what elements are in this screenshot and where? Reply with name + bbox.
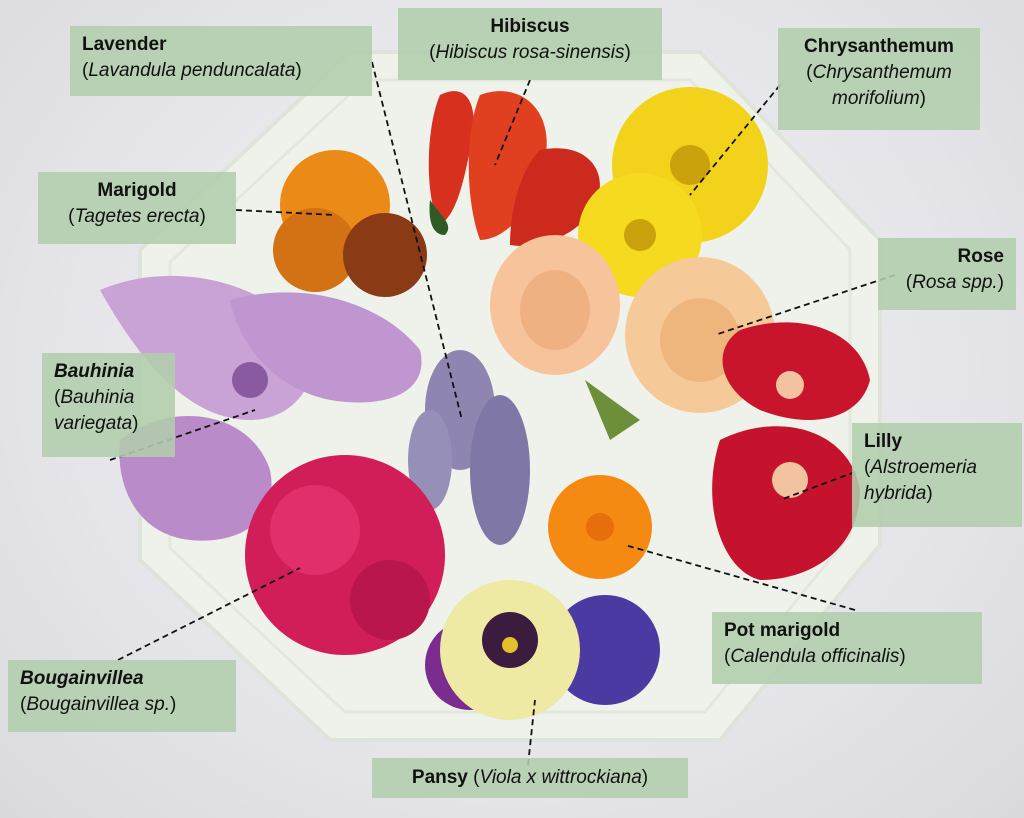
label-chrysanthemum: Chrysanthemum (Chrysanthemum morifolium) xyxy=(778,28,980,130)
label-chrysanthemum-scientific-2: morifolium xyxy=(832,88,920,109)
label-hibiscus-common: Hibiscus xyxy=(490,16,570,37)
label-hibiscus-scientific: Hibiscus rosa-sinensis xyxy=(435,42,625,63)
label-hibiscus-paren-close: ) xyxy=(624,42,631,63)
label-pansy: Pansy (Viola x wittrockiana) xyxy=(372,758,688,798)
label-marigold-paren-open: ( xyxy=(68,206,75,227)
label-hibiscus-paren-open: ( xyxy=(429,42,436,63)
label-marigold-paren-close: ) xyxy=(199,206,206,227)
label-pansy-paren-close: ) xyxy=(641,767,649,788)
label-lavender-scientific: Lavandula penduncalata xyxy=(88,60,296,81)
label-pot-marigold: Pot marigold (Calendula officinalis) xyxy=(712,612,982,684)
label-bauhinia-scientific-1: Bauhinia xyxy=(60,387,135,408)
label-chrysanthemum-common: Chrysanthemum xyxy=(804,36,954,57)
pansy-flowers xyxy=(425,580,660,720)
label-lilly-scientific-1: Alstroemeria xyxy=(870,457,977,478)
lavender-sprigs xyxy=(408,350,530,545)
label-lilly: Lilly (Alstroemeria hybrida) xyxy=(852,423,1022,527)
label-lavender-paren-open: ( xyxy=(82,60,89,81)
label-bauhinia-paren-close: ) xyxy=(132,413,139,434)
label-bougainvillea-scientific: Bougainvillea sp. xyxy=(26,694,170,715)
bougainvillea-flower xyxy=(245,455,445,655)
label-lilly-scientific-2: hybrida xyxy=(864,483,927,504)
label-chrysanthemum-paren-close: ) xyxy=(919,88,926,109)
label-lavender-paren-close: ) xyxy=(295,60,302,81)
label-pansy-scientific: Viola x wittrockiana xyxy=(479,767,642,788)
label-chrysanthemum-scientific-1: Chrysanthemum xyxy=(812,62,952,83)
label-marigold-scientific: Tagetes erecta xyxy=(74,206,200,227)
label-rose-scientific: Rosa spp. xyxy=(912,272,998,293)
label-chrysanthemum-paren-open: ( xyxy=(806,62,813,83)
label-rose-common: Rose xyxy=(957,246,1004,267)
label-bougainvillea-paren-open: ( xyxy=(20,694,27,715)
label-pansy-common: Pansy xyxy=(411,767,468,788)
label-bauhinia-common: Bauhinia xyxy=(54,361,135,382)
label-bougainvillea-paren-close: ) xyxy=(169,694,177,715)
label-lavender: Lavender (Lavandula penduncalata) xyxy=(70,26,372,96)
label-pot-marigold-paren-open: ( xyxy=(724,646,731,667)
label-pot-marigold-scientific: Calendula officinalis xyxy=(730,646,900,667)
label-bauhinia: Bauhinia (Bauhinia variegata) xyxy=(42,353,175,457)
label-pansy-paren-open: ( xyxy=(473,767,480,788)
label-marigold: Marigold (Tagetes erecta) xyxy=(38,172,236,244)
label-lavender-common: Lavender xyxy=(82,34,167,55)
label-rose-paren-open: ( xyxy=(905,272,913,293)
label-lilly-paren-close: ) xyxy=(926,483,933,504)
label-rose: Rose (Rosa spp.) xyxy=(878,238,1016,310)
label-lilly-paren-open: ( xyxy=(864,457,871,478)
pot-marigold-flower xyxy=(548,475,652,579)
label-bauhinia-scientific-2: variegata xyxy=(54,413,133,434)
label-lilly-common: Lilly xyxy=(864,431,903,452)
label-bauhinia-paren-open: ( xyxy=(54,387,61,408)
label-bougainvillea-common: Bougainvillea xyxy=(20,668,144,689)
label-marigold-common: Marigold xyxy=(97,180,177,201)
label-pot-marigold-paren-close: ) xyxy=(899,646,906,667)
label-bougainvillea: Bougainvillea (Bougainvillea sp.) xyxy=(8,660,236,732)
label-hibiscus: Hibiscus (Hibiscus rosa-sinensis) xyxy=(398,8,662,80)
label-rose-paren-close: ) xyxy=(997,272,1004,293)
label-pot-marigold-common: Pot marigold xyxy=(724,620,841,641)
